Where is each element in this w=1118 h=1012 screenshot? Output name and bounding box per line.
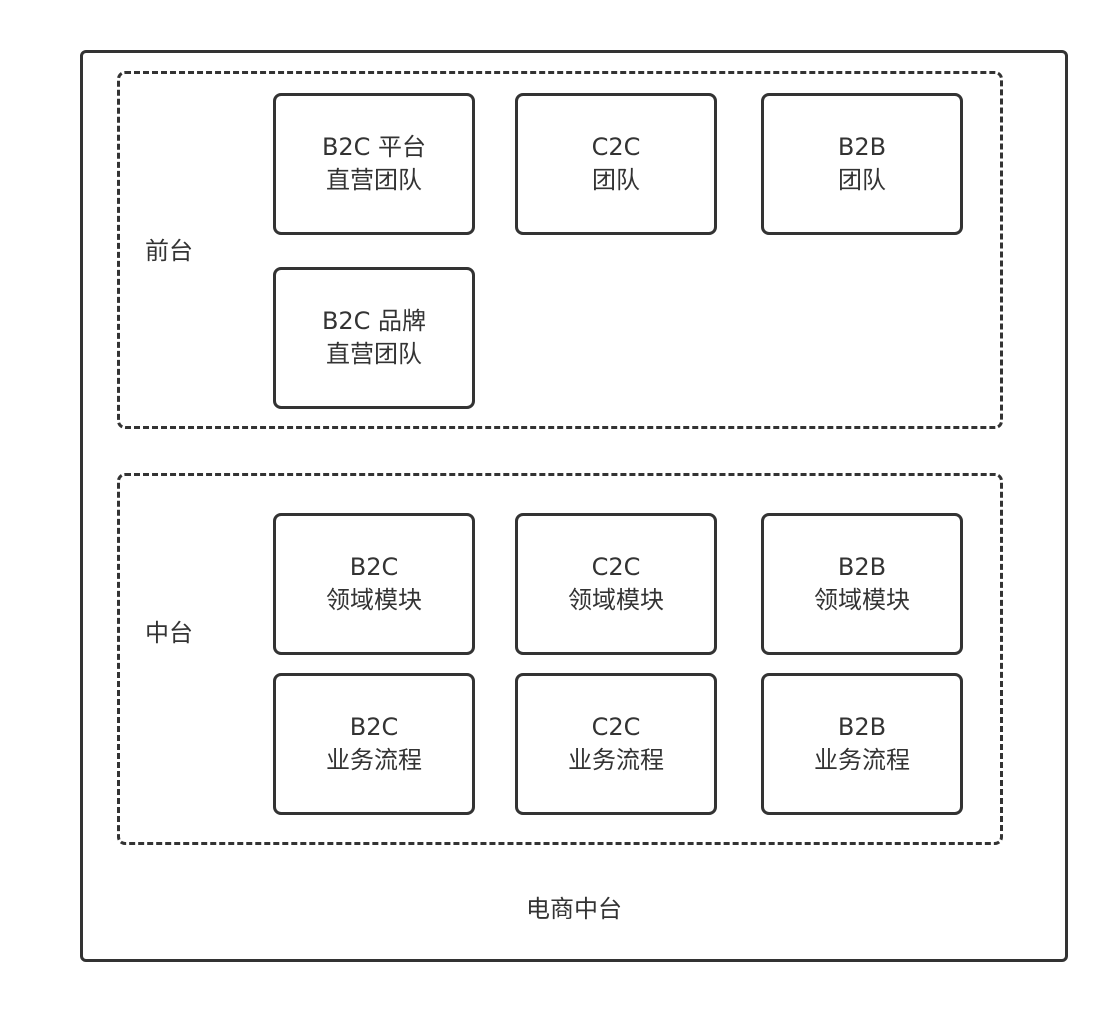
b2b-domain-module-box: B2B 领域模块 (761, 513, 963, 655)
box-subtitle: 业务流程 (814, 746, 910, 774)
box-title: C2C (591, 133, 641, 161)
b2c-brand-team-box: B2C 品牌 直营团队 (273, 267, 475, 409)
b2b-team-box: B2B 团队 (761, 93, 963, 235)
c2c-team-box: C2C 团队 (515, 93, 717, 235)
ecommerce-middle-platform-container (80, 50, 1068, 962)
box-title: B2B (837, 713, 887, 741)
b2c-business-process-box: B2C 业务流程 (273, 673, 475, 815)
box-subtitle: 领域模块 (326, 586, 422, 614)
container-label: 电商中台 (526, 895, 622, 923)
front-layer-label: 前台 (145, 237, 193, 265)
box-subtitle: 团队 (592, 166, 640, 194)
box-subtitle: 直营团队 (326, 166, 422, 194)
box-title: C2C (591, 553, 641, 581)
middle-layer-group (117, 473, 1003, 845)
c2c-business-process-box: C2C 业务流程 (515, 673, 717, 815)
box-title: C2C (591, 713, 641, 741)
box-title: B2C (349, 713, 399, 741)
box-title: B2C (349, 553, 399, 581)
c2c-domain-module-box: C2C 领域模块 (515, 513, 717, 655)
box-subtitle: 领域模块 (814, 586, 910, 614)
box-title: B2B (837, 553, 887, 581)
box-subtitle: 业务流程 (326, 746, 422, 774)
middle-layer-label: 中台 (145, 619, 193, 647)
b2b-business-process-box: B2B 业务流程 (761, 673, 963, 815)
box-subtitle: 团队 (838, 166, 886, 194)
b2c-platform-team-box: B2C 平台 直营团队 (273, 93, 475, 235)
b2c-domain-module-box: B2C 领域模块 (273, 513, 475, 655)
box-title: B2B (837, 133, 887, 161)
box-title: B2C 平台 (321, 133, 427, 161)
box-subtitle: 业务流程 (568, 746, 664, 774)
box-title: B2C 品牌 (321, 307, 427, 335)
front-layer-group (117, 71, 1003, 429)
box-subtitle: 领域模块 (568, 586, 664, 614)
box-subtitle: 直营团队 (326, 340, 422, 368)
